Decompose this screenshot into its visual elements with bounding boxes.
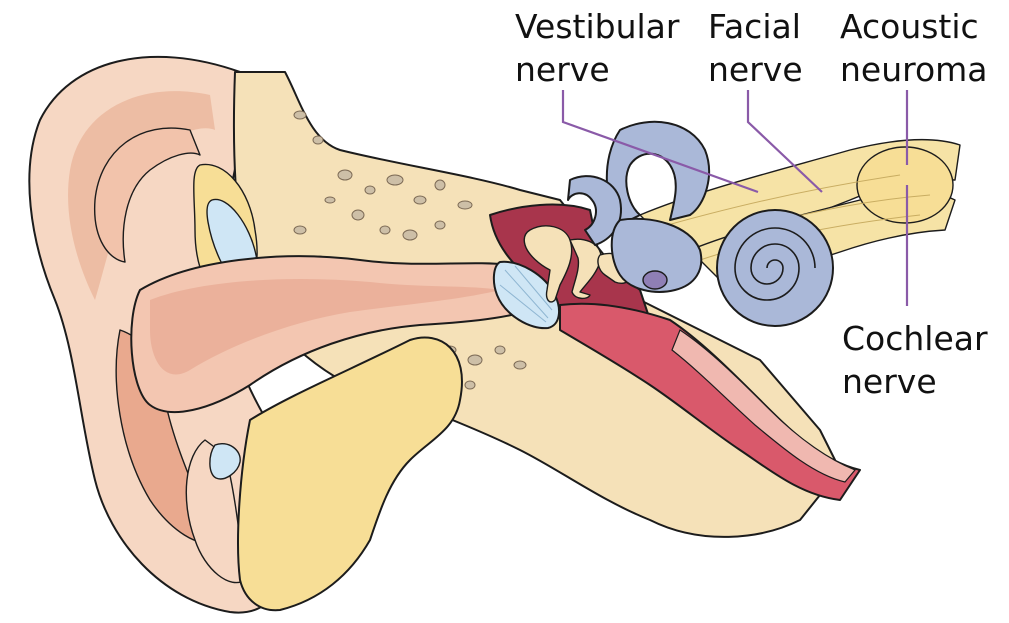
label-facial-line2: nerve [708,50,803,89]
acoustic-neuroma-mass [857,147,953,223]
label-vestibular-line1: Vestibular [515,7,680,46]
round-window [643,271,667,289]
label-facial-line1: Facial [708,7,801,46]
label-acoustic-line1: Acoustic [840,7,979,46]
label-cochlear-line1: Cochlear [842,319,988,358]
label-vestibular-line2: nerve [515,50,610,89]
label-acoustic-line2: neuroma [840,50,988,89]
label-cochlear-line2: nerve [842,362,937,401]
